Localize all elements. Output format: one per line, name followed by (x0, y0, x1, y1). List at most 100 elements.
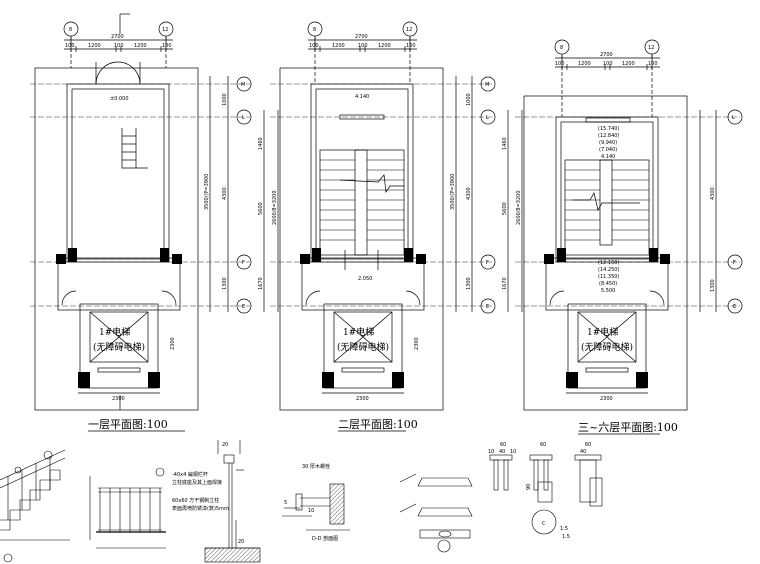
plan-2-dim-b: 1200 (332, 43, 345, 49)
plan-3-scale: :100 (653, 421, 678, 434)
plan-1-scale: :100 (143, 418, 168, 431)
plan-3-dim-e: 100 (648, 61, 658, 67)
plan-2-level-1: 4.140 (355, 94, 369, 100)
plan-2-title-text: 二层平面图 (338, 418, 393, 431)
plan-3-axis-E: E (733, 304, 736, 310)
plan-3-elevator-sub: (无障碍电梯) (581, 341, 633, 353)
plan-1-columns (56, 248, 182, 388)
plan-3-axis-L: L (732, 115, 735, 121)
plan-2-left-4: 5600 (258, 202, 264, 215)
plan-2-axis-8: 8 (313, 27, 316, 33)
plan-2-flight-dim: 3500/(P=3900 (450, 174, 456, 210)
plan-2-lobby-dim: 2300 (414, 337, 420, 350)
bracket-dim-10-a: 10 (488, 449, 494, 455)
misc-dim-90: 90 (526, 484, 532, 490)
misc-dim-20: 20 (238, 539, 244, 545)
plan-3-dim-a: 100 (555, 61, 565, 67)
plan-2-side-3: 1300 (466, 277, 472, 290)
detail-clamp (399, 473, 473, 553)
plan-3-elevator-label: 1#电梯 (587, 326, 618, 338)
bracket-dim-60-c: 60 (585, 442, 591, 448)
plan-2-axis-E: E (486, 304, 489, 310)
plan-2-bottom-dim: 2300 (356, 396, 369, 402)
plan-1-elevator-shaft (79, 303, 159, 389)
plan-1-dim-d: 1200 (134, 43, 147, 49)
plan-3 (507, 39, 743, 411)
plan-3-side-2: 1300 (710, 279, 716, 292)
plan-3-dim-c: 100 (603, 61, 613, 67)
plan-1-title-text: 一层平面图 (88, 418, 143, 431)
plan-3-dim-d: 1200 (622, 61, 635, 67)
railing-label-3: 60x60 方干钢制立柱 (172, 497, 219, 504)
plan-1-dim-a: 100 (65, 43, 75, 49)
plan-1-side-dim-1: 1000 (222, 93, 228, 106)
detail-railing-section (204, 440, 261, 563)
plan-2-dim-a: 100 (309, 43, 319, 49)
plan-2-axis-12: 12 (406, 27, 412, 33)
bracket-dim-10-b: 10 (510, 449, 516, 455)
plan-3-axis-12: 12 (648, 45, 654, 51)
plan-3-title-text: 三~六层平面图 (578, 421, 653, 434)
plan-1-side-dim-3: 1300 (222, 277, 228, 290)
wall-anchor-label: 30 厚木螺栓 (302, 463, 330, 470)
misc-dim-1-5: 1.5 (562, 534, 570, 540)
plan-3-labels: 8 12 2700 100 1200 100 1200 100 (15.740)… (502, 45, 736, 435)
plan-2-dim-c: 100 (358, 43, 368, 49)
plan-1-axis-8-label: 8 (69, 27, 72, 33)
plan-3-level-up-3: (9.940) (599, 140, 617, 146)
plan-3-left-1: 1460 (502, 137, 508, 150)
detail-c-scale: 1:5 (560, 526, 568, 532)
plan-3-level-down-2: (14.250) (598, 267, 619, 273)
plan-3-level-down-5: 5.500 (601, 288, 615, 294)
detail-brackets (489, 454, 603, 535)
plan-1-side-dim-2: 4300 (222, 187, 228, 200)
plan-2-dim-d: 1200 (378, 43, 391, 49)
plan-2-left-2: 2600/8=3200 (272, 190, 278, 225)
plan-2-elevator-sub: (无障碍电梯) (337, 341, 389, 353)
plan-1-axis-E: E (242, 304, 245, 310)
plan-1-dim-c: 100 (114, 43, 124, 49)
plan-1-axis-12-label: 12 (162, 27, 168, 33)
plan-3-level-down-3: (11.350) (598, 274, 619, 280)
details-labels: -40x4 扁钢栏杆 立柱底座及其上面焊接 60x60 方干钢制立柱 表面再喷防… (172, 442, 591, 545)
bracket-dim-60-b: 60 (540, 442, 546, 448)
plan-3-level-up-1: (15.740) (598, 126, 619, 132)
plan-1-title: 一层平面图:100 (88, 418, 168, 431)
detail-c-label: C (542, 521, 546, 527)
misc-dim-5: 5 (284, 500, 287, 506)
plan-1-dim-b: 1200 (88, 43, 101, 49)
detail-stair-section (0, 449, 70, 563)
plan-3-bottom-dim: 2300 (600, 396, 613, 402)
railing-label-4: 表面再喷防锈漆(数)5mm (172, 505, 229, 512)
plan-3-axis-F: F (733, 260, 736, 266)
plan-1-axis-L: L (242, 115, 245, 121)
misc-dim-10: 10 (308, 508, 314, 514)
plan-3-left-2: 2600/8=3200 (516, 190, 522, 225)
plan-2-level-2: 2.050 (358, 276, 372, 282)
detail-wall-anchor (282, 483, 350, 531)
plan-2-total-dim: 2700 (355, 34, 368, 40)
plan-2-labels: 8 12 2700 100 1200 100 1200 100 4.140 2.… (258, 27, 489, 432)
plan-2-side-2: 4300 (466, 187, 472, 200)
plan-2-title: 二层平面图:100 (338, 418, 418, 431)
plan-2-left-1: 1460 (258, 137, 264, 150)
plan-3-title: 三~六层平面图:100 (578, 421, 678, 434)
railing-label-2: 立柱底座及其上面焊接 (172, 479, 222, 486)
plan-3-columns (544, 248, 670, 388)
plan-2-axis-M: M (485, 82, 489, 88)
plan-3-total-dim: 2700 (600, 52, 613, 58)
plan-2-dim-e: 100 (406, 43, 416, 49)
plan-1-lobby-dim: 2300 (170, 337, 176, 350)
plan-1-flight-dim: 3500/(P=3900 (204, 174, 210, 210)
plan-1-elevator-label: 1#电梯 (99, 326, 130, 338)
plan-1-elevator-sub: (无障碍电梯) (93, 341, 145, 353)
plan-1-labels: 8 12 2700 100 1200 100 1200 100 ±0.000 M… (65, 27, 245, 432)
plan-1-stair-walls (66, 83, 170, 263)
plan-1-total-dim: 2700 (111, 34, 124, 40)
section-dd-label: D-D 剖面图 (312, 535, 338, 542)
plan-2-columns (300, 248, 426, 388)
plan-3-axis-8: 8 (560, 45, 563, 51)
plan-2-elevator-label: 1#电梯 (343, 326, 374, 338)
plan-2-axis-F: F (486, 260, 489, 266)
